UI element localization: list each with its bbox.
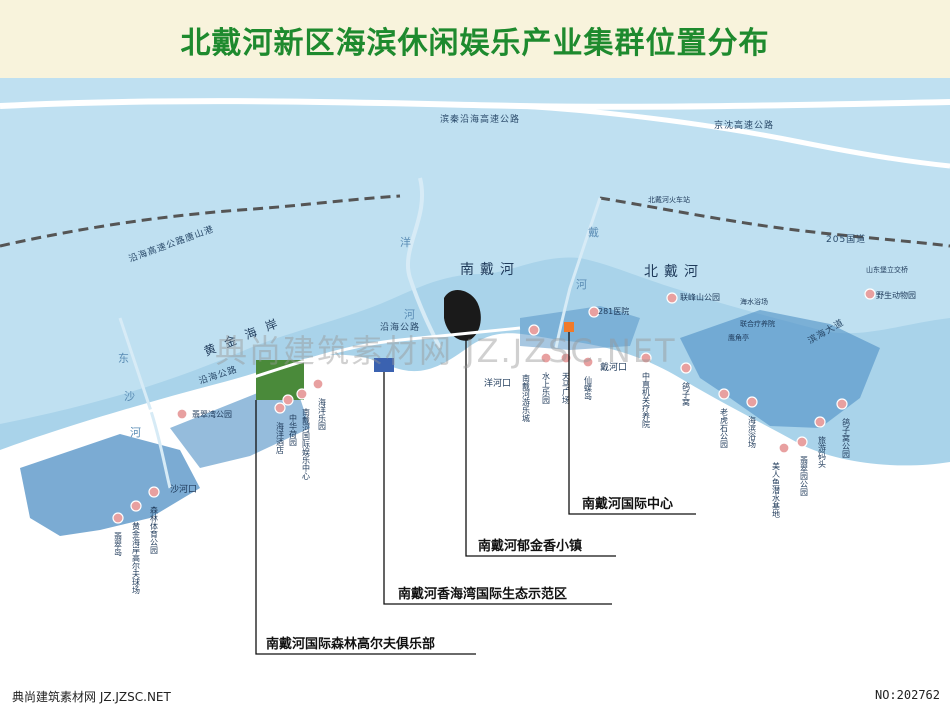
poi-dot-golf (130, 500, 142, 512)
callout-line-tulip (465, 340, 616, 557)
poi-label-gezi: 鸽子窝 (682, 381, 691, 407)
yang-river (406, 177, 442, 349)
poi-dot-xianluo (582, 356, 594, 368)
poi-dot-feicuiwan (176, 408, 188, 420)
yang-river-label-2: 河 (404, 308, 415, 321)
inland (0, 78, 950, 424)
dai-river-label: 戴 (588, 225, 599, 239)
poi-dot-forest-park (148, 486, 160, 498)
poi-dot-entertainment (296, 388, 308, 400)
poi-label-wildlife: 野生动物园 (876, 290, 916, 300)
poi-label-281: 281医院 (598, 306, 629, 316)
urban-area-east (680, 310, 880, 428)
yanghekou-label: 洋河口 (484, 377, 511, 389)
dongsha-label-2: 沙 (124, 390, 135, 403)
poi-label-feicuiyuan: 翡翠园公园 (800, 455, 809, 497)
page-title: 北戴河新区海滨休闲娱乐产业集群位置分布 (180, 26, 770, 61)
poi-label-laohushi: 老虎石公园 (720, 407, 729, 449)
poi-dot-wildlife (864, 288, 876, 300)
poi-label-diving: 美人鱼潜水基地 (772, 461, 781, 518)
poi-dot-lotus-garden (282, 394, 294, 406)
poi-dot-beach (746, 396, 758, 408)
coastal-road (29, 326, 521, 450)
dongsha-label-3: 河 (130, 426, 141, 439)
poi-dot-ocean-hotel (274, 402, 286, 414)
poi-label-tianma: 天马广场 (562, 372, 571, 405)
nandaihe-label: 南戴河 (460, 262, 520, 278)
binqin-highway-label: 滨秦沿海高速公路 (440, 113, 520, 125)
yanhai-road-label: 沿海公路 (380, 321, 420, 333)
poi-dot-pier (814, 416, 826, 428)
title-band (0, 0, 950, 78)
dongsha-label-1: 东 (118, 352, 129, 365)
urban-area-west (20, 434, 200, 536)
xianghai-bay-area (374, 358, 394, 372)
poi-label-amusement: 南戴河游乐城 (522, 373, 531, 423)
shanhaiguan-label: 山东堡立交桥 (866, 265, 908, 274)
poi-dot-water-park (540, 352, 552, 364)
poi-dot-laohushi (718, 388, 730, 400)
poi-label-gezi-park: 鸽子窝公园 (842, 417, 851, 459)
urban-area-nandaihe (520, 306, 640, 350)
poi-dot-ocean-park (312, 378, 324, 390)
poi-dot-sanatorium (640, 352, 652, 364)
callout-lines (255, 332, 696, 655)
poi-label-ocean-hotel: 海洋酒店 (276, 421, 285, 455)
footer-right: NO:202762 (874, 688, 940, 702)
poi-label-pier: 旅游码头 (818, 435, 827, 469)
dai-river-label-2: 河 (576, 278, 587, 291)
poi-dot-feicui-island (112, 512, 124, 524)
shahekou-label: 沙河口 (170, 483, 197, 495)
footer-left: 典尚建筑素材网 JZ.JZSC.NET (12, 690, 171, 704)
jingshen-highway (519, 103, 950, 169)
poi-dot-gezi-park (836, 398, 848, 410)
poi-label-lotus: 中华荷园 (289, 413, 298, 447)
poi-label-yingjiao: 鹰角亭 (728, 333, 749, 342)
beidaihe-station-label: 北戴河火车站 (648, 195, 690, 204)
poi-label-joint-sanatorium: 联合疗养院 (740, 319, 775, 328)
binqin-highway (0, 98, 950, 110)
poi-label-xianluo: 仙螺岛 (584, 375, 593, 401)
jingshen-highway-label: 京沈高速公路 (714, 119, 774, 131)
poi-label-golf: 黄金海岸高尔夫球场 (132, 521, 141, 595)
poi-label-feicui-island: 翡翠岛 (114, 531, 123, 557)
railway-east (599, 196, 950, 248)
poi-label-lianfeng: 联峰山公园 (680, 292, 720, 302)
dai-river (554, 197, 602, 349)
poi-label-beach: 海滨浴场 (748, 415, 757, 449)
dongsha-river (118, 317, 172, 489)
poi-dot-lianfeng (666, 292, 678, 304)
tulip-town-area (444, 290, 481, 341)
urban-area-mid (170, 392, 310, 468)
golf-club-area (256, 360, 304, 400)
callout-intl-center: 南戴河国际中心 (582, 496, 673, 512)
callout-golf-club: 南戴河国际森林高尔夫俱乐部 (266, 636, 435, 652)
callout-line-xianghai (383, 372, 612, 605)
poi-dot-amusement (528, 324, 540, 336)
poi-label-ocean-park: 海洋乐园 (318, 397, 327, 431)
poi-label-sanatorium: 中直机关疗养院 (642, 371, 651, 429)
poi-label-feicuiwan: 翡翠湾公园 (192, 409, 232, 419)
poi-label-water-park: 水上乐园 (542, 371, 551, 405)
callout-line-intl-center (568, 332, 696, 515)
poi-dots (112, 288, 876, 524)
yang-river-label: 洋 (400, 235, 411, 249)
international-center-area (564, 322, 574, 332)
poi-dot-diving (778, 442, 790, 454)
callout-line-golf (255, 400, 476, 655)
poi-label-entertainment: 南戴河国际娱乐中心 (302, 407, 311, 480)
railway-west (0, 194, 401, 248)
poi-dot-281 (588, 306, 600, 318)
callout-xianghai-bay: 南戴河香海湾国际生态示范区 (398, 586, 567, 602)
beidaihe-label: 北戴河 (644, 264, 704, 280)
poi-label-seaside-baths: 海水浴场 (740, 297, 768, 306)
map: 滨秦沿海高速公路 京沈高速公路 沿海公路 沿海公路 沿海高速公路唐山港 205国… (0, 78, 950, 680)
poi-label-forest-park: 森林体育公园 (150, 505, 159, 555)
national-205-label: 205国道 (826, 233, 866, 245)
poi-dot-feicuiyuan (796, 436, 808, 448)
daihekou-label: 戴河口 (600, 361, 627, 373)
callout-tulip-town: 南戴河郁金香小镇 (478, 538, 582, 554)
poi-dot-gezi (680, 362, 692, 374)
